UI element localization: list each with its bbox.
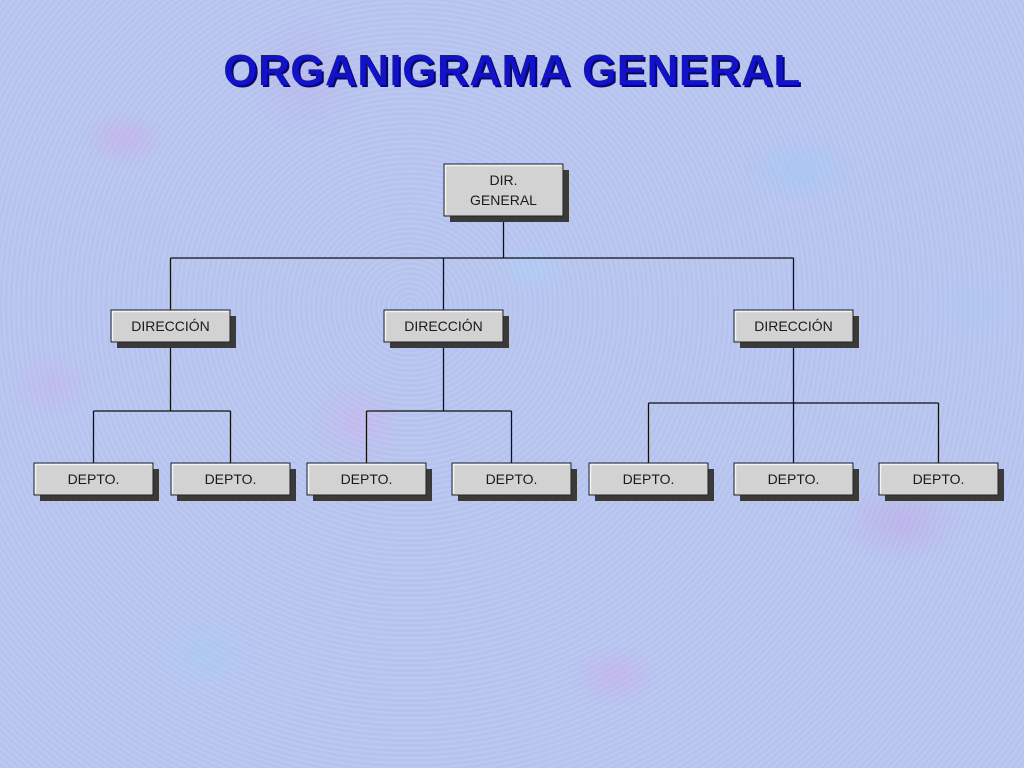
direction-box-label: DIRECCIÓN <box>131 318 210 334</box>
direction-box-highlight <box>734 310 852 341</box>
department-box-highlight <box>34 463 152 494</box>
department-box-label: DEPTO. <box>341 471 393 487</box>
org-nodes: DIRECCIÓN DEPTO. DEPTO. DIRECCIÓN DEPTO. DEPT… <box>33 163 1004 501</box>
department-box-label: DEPTO. <box>68 471 120 487</box>
department-box-label: DEPTO. <box>913 471 965 487</box>
department-box-highlight <box>879 463 997 494</box>
department-box-body <box>170 462 291 496</box>
direction-box-body <box>110 309 231 343</box>
department-box: DEPTO. <box>170 462 296 501</box>
general-director-box-label: DIR. <box>490 172 518 188</box>
department-box: DEPTO. <box>451 462 577 501</box>
department-box-body <box>451 462 572 496</box>
direction-box: DIRECCIÓN <box>110 309 236 348</box>
general-director-box-label: GENERAL <box>470 192 537 208</box>
department-box-body <box>588 462 709 496</box>
general-director-box: DIR. GENERAL <box>443 163 569 222</box>
department-box: DEPTO. <box>588 462 714 501</box>
department-box-label: DEPTO. <box>768 471 820 487</box>
department-box: DEPTO. <box>733 462 859 501</box>
general-director-box-highlight <box>444 164 562 215</box>
department-box: DEPTO. <box>33 462 159 501</box>
direction-box-highlight <box>111 310 229 341</box>
department-box-label: DEPTO. <box>623 471 675 487</box>
department-box-body <box>33 462 154 496</box>
department-box: DEPTO. <box>306 462 432 501</box>
direction-box-label: DIRECCIÓN <box>754 318 833 334</box>
connector-lines <box>92 216 940 463</box>
page-title: ORGANIGRAMA GENERAL <box>223 46 801 95</box>
department-box-highlight <box>171 463 289 494</box>
department-box-highlight <box>307 463 425 494</box>
department-box-body <box>878 462 999 496</box>
direction-box-label: DIRECCIÓN <box>404 318 483 334</box>
department-box: DEPTO. <box>878 462 1004 501</box>
direction-box: DIRECCIÓN <box>733 309 859 348</box>
department-box-highlight <box>734 463 852 494</box>
department-box-body <box>733 462 854 496</box>
direction-box-body <box>733 309 854 343</box>
department-box-highlight <box>452 463 570 494</box>
department-box-body <box>306 462 427 496</box>
direction-box: DIRECCIÓN <box>383 309 509 348</box>
general-director-box-body <box>443 163 564 217</box>
department-box-label: DEPTO. <box>205 471 257 487</box>
department-box-label: DEPTO. <box>486 471 538 487</box>
direction-box-body <box>383 309 504 343</box>
direction-box-highlight <box>384 310 502 341</box>
department-box-highlight <box>589 463 707 494</box>
